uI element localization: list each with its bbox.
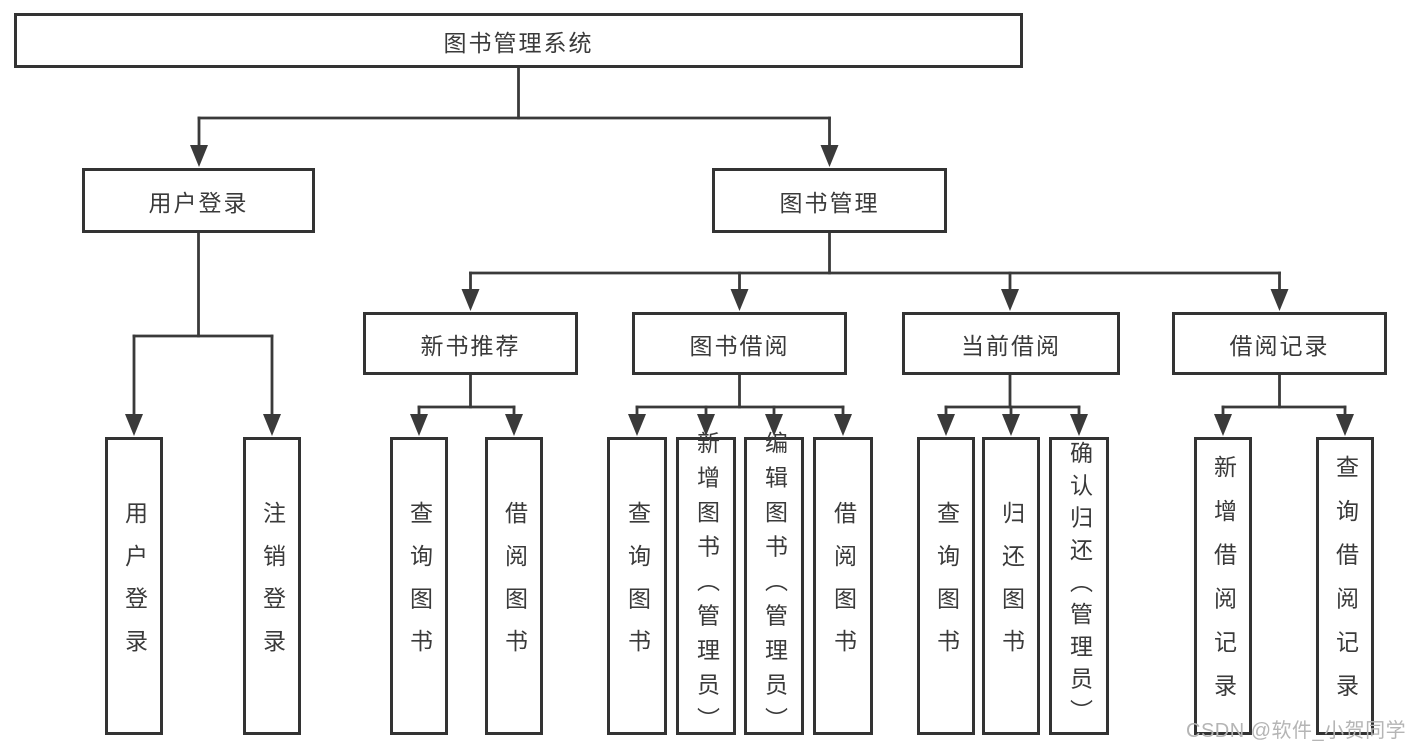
node-new-book-recommend: 新书推荐: [363, 312, 578, 375]
node-book-management: 图书管理: [712, 168, 947, 233]
connector-root-to-level2: [190, 66, 839, 167]
leaf-logout: 注销登录: [243, 437, 301, 735]
connector-borrow-to-leaves: [628, 373, 852, 436]
leaf-add-book-admin: 新增图书（管理员）: [676, 431, 736, 741]
leaf-query-borrow-record: 查询借阅记录: [1316, 437, 1374, 735]
leaf-query-book-borrow-label: 查询图书: [624, 500, 651, 672]
node-book-borrow: 图书借阅: [632, 312, 847, 375]
leaf-query-book-current-label: 查询图书: [933, 500, 960, 672]
leaf-add-book-admin-label: 新增图书（管理员）: [693, 430, 720, 742]
node-borrow-records: 借阅记录: [1172, 312, 1387, 375]
node-root: 图书管理系统: [14, 13, 1023, 68]
leaf-logout-label: 注销登录: [259, 500, 286, 672]
leaf-return-book-label: 归还图书: [998, 500, 1025, 672]
node-user-login-label: 用户登录: [148, 189, 249, 216]
node-book-management-label: 图书管理: [779, 189, 880, 216]
csdn-watermark: CSDN @软件_小贺同学: [1186, 720, 1405, 742]
node-user-login: 用户登录: [82, 168, 315, 233]
leaf-borrow-book-recommend-label: 借阅图书: [501, 500, 528, 672]
connector-current-to-leaves: [937, 373, 1088, 436]
leaf-edit-book-admin-label: 编辑图书（管理员）: [761, 430, 788, 742]
leaf-confirm-return-admin-label: 确认归还（管理员）: [1066, 441, 1093, 731]
connector-newbook-to-leaves: [410, 373, 523, 436]
node-current-borrow: 当前借阅: [902, 312, 1120, 375]
leaf-confirm-return-admin: 确认归还（管理员）: [1049, 437, 1109, 735]
node-borrow-records-label: 借阅记录: [1229, 332, 1330, 359]
leaf-query-book-current: 查询图书: [917, 437, 975, 735]
connector-userlogin-to-leaves: [125, 231, 281, 436]
node-current-borrow-label: 当前借阅: [961, 332, 1061, 359]
leaf-query-book-borrow: 查询图书: [607, 437, 667, 735]
connector-bookmgmt-to-level3: [461, 231, 1289, 311]
leaf-query-borrow-record-label: 查询借阅记录: [1332, 454, 1359, 718]
leaf-user-login-label: 用户登录: [121, 500, 148, 672]
leaf-borrow-book: 借阅图书: [813, 437, 873, 735]
leaf-query-book-recommend: 查询图书: [390, 437, 448, 735]
leaf-add-borrow-record: 新增借阅记录: [1194, 437, 1252, 735]
connector-records-to-leaves: [1214, 373, 1354, 436]
leaf-borrow-book-recommend: 借阅图书: [485, 437, 543, 735]
node-root-label: 图书管理系统: [443, 29, 594, 56]
leaf-edit-book-admin: 编辑图书（管理员）: [744, 431, 804, 741]
leaf-return-book: 归还图书: [982, 437, 1040, 735]
node-book-borrow-label: 图书借阅: [689, 332, 790, 359]
leaf-query-book-recommend-label: 查询图书: [406, 500, 433, 672]
leaf-borrow-book-label: 借阅图书: [830, 500, 857, 672]
node-new-book-recommend-label: 新书推荐: [420, 332, 521, 359]
leaf-add-borrow-record-label: 新增借阅记录: [1210, 454, 1237, 718]
leaf-user-login: 用户登录: [105, 437, 163, 735]
